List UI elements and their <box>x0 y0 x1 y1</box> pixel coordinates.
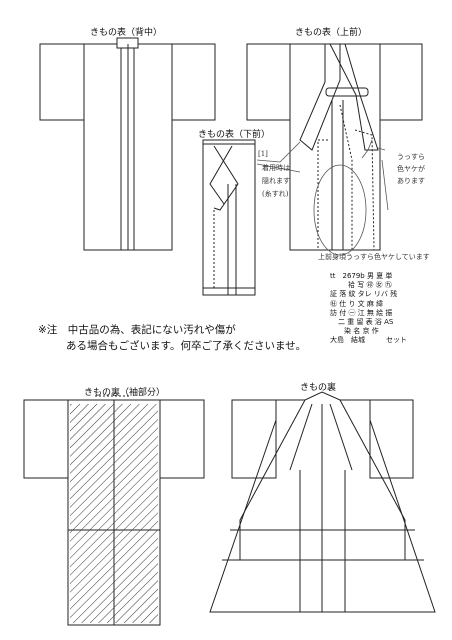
spec-row: 袷 写 ㊞ ㊛ ㊈ <box>348 281 392 290</box>
spec-row: 二 重 留 表 浴 AS <box>338 318 394 327</box>
stain-note-2: 色ヤケが <box>397 165 425 173</box>
spec-row: 大島 結城 セット <box>330 336 407 345</box>
stain-note-3: あります <box>397 177 425 185</box>
title-back: きもの表（背中） <box>90 28 163 38</box>
title-front-lower: きもの表（下前） <box>198 130 271 140</box>
spec-table: tt 2679b 男 夏 単 袷 写 ㊞ ㊛ ㊈ 証 落 紋 タレ リバ 残 ㊓… <box>330 272 407 346</box>
kimono-front-upper-view <box>246 43 423 251</box>
kimono-front-lower-view <box>202 139 256 296</box>
stain-oval <box>313 164 367 256</box>
kimono-lining-view <box>209 391 436 613</box>
sewing-note-1: 着用時は <box>262 164 290 172</box>
marker-1: [1] <box>258 150 268 158</box>
spec-row: 訪 付 ㊀ 江 無 絵 振 <box>330 308 393 317</box>
title-front-upper: きもの表（上前） <box>295 28 368 38</box>
notice-line-2: ある場合もございます。何卒ご了承くださいませ。 <box>66 340 307 352</box>
spec-row: ㊓ 仕 り 文 麻 緯 <box>330 299 384 308</box>
spec-row: tt 2679b 男 夏 単 <box>330 272 393 280</box>
sewing-note-2: 隠れます <box>262 177 290 185</box>
notice-line-1: ※注 中古品の為、表記にない汚れや傷が <box>38 324 236 336</box>
spec-row: 証 落 紋 タレ リバ 残 <box>330 290 398 299</box>
bottom-note: 上前身頃うっすら色ヤケしています <box>318 253 430 261</box>
stain-note-1: うっすら <box>397 153 425 161</box>
sewing-note-3: (糸すれ) <box>262 190 289 198</box>
title-lining-sleeve: きもの裏（袖部分） <box>84 388 166 398</box>
kimono-back-view <box>39 37 216 251</box>
spec-row: 染 名 京 作 <box>344 327 379 336</box>
lining-hatched-area <box>70 404 158 623</box>
title-lining: きもの裏 <box>300 383 337 393</box>
